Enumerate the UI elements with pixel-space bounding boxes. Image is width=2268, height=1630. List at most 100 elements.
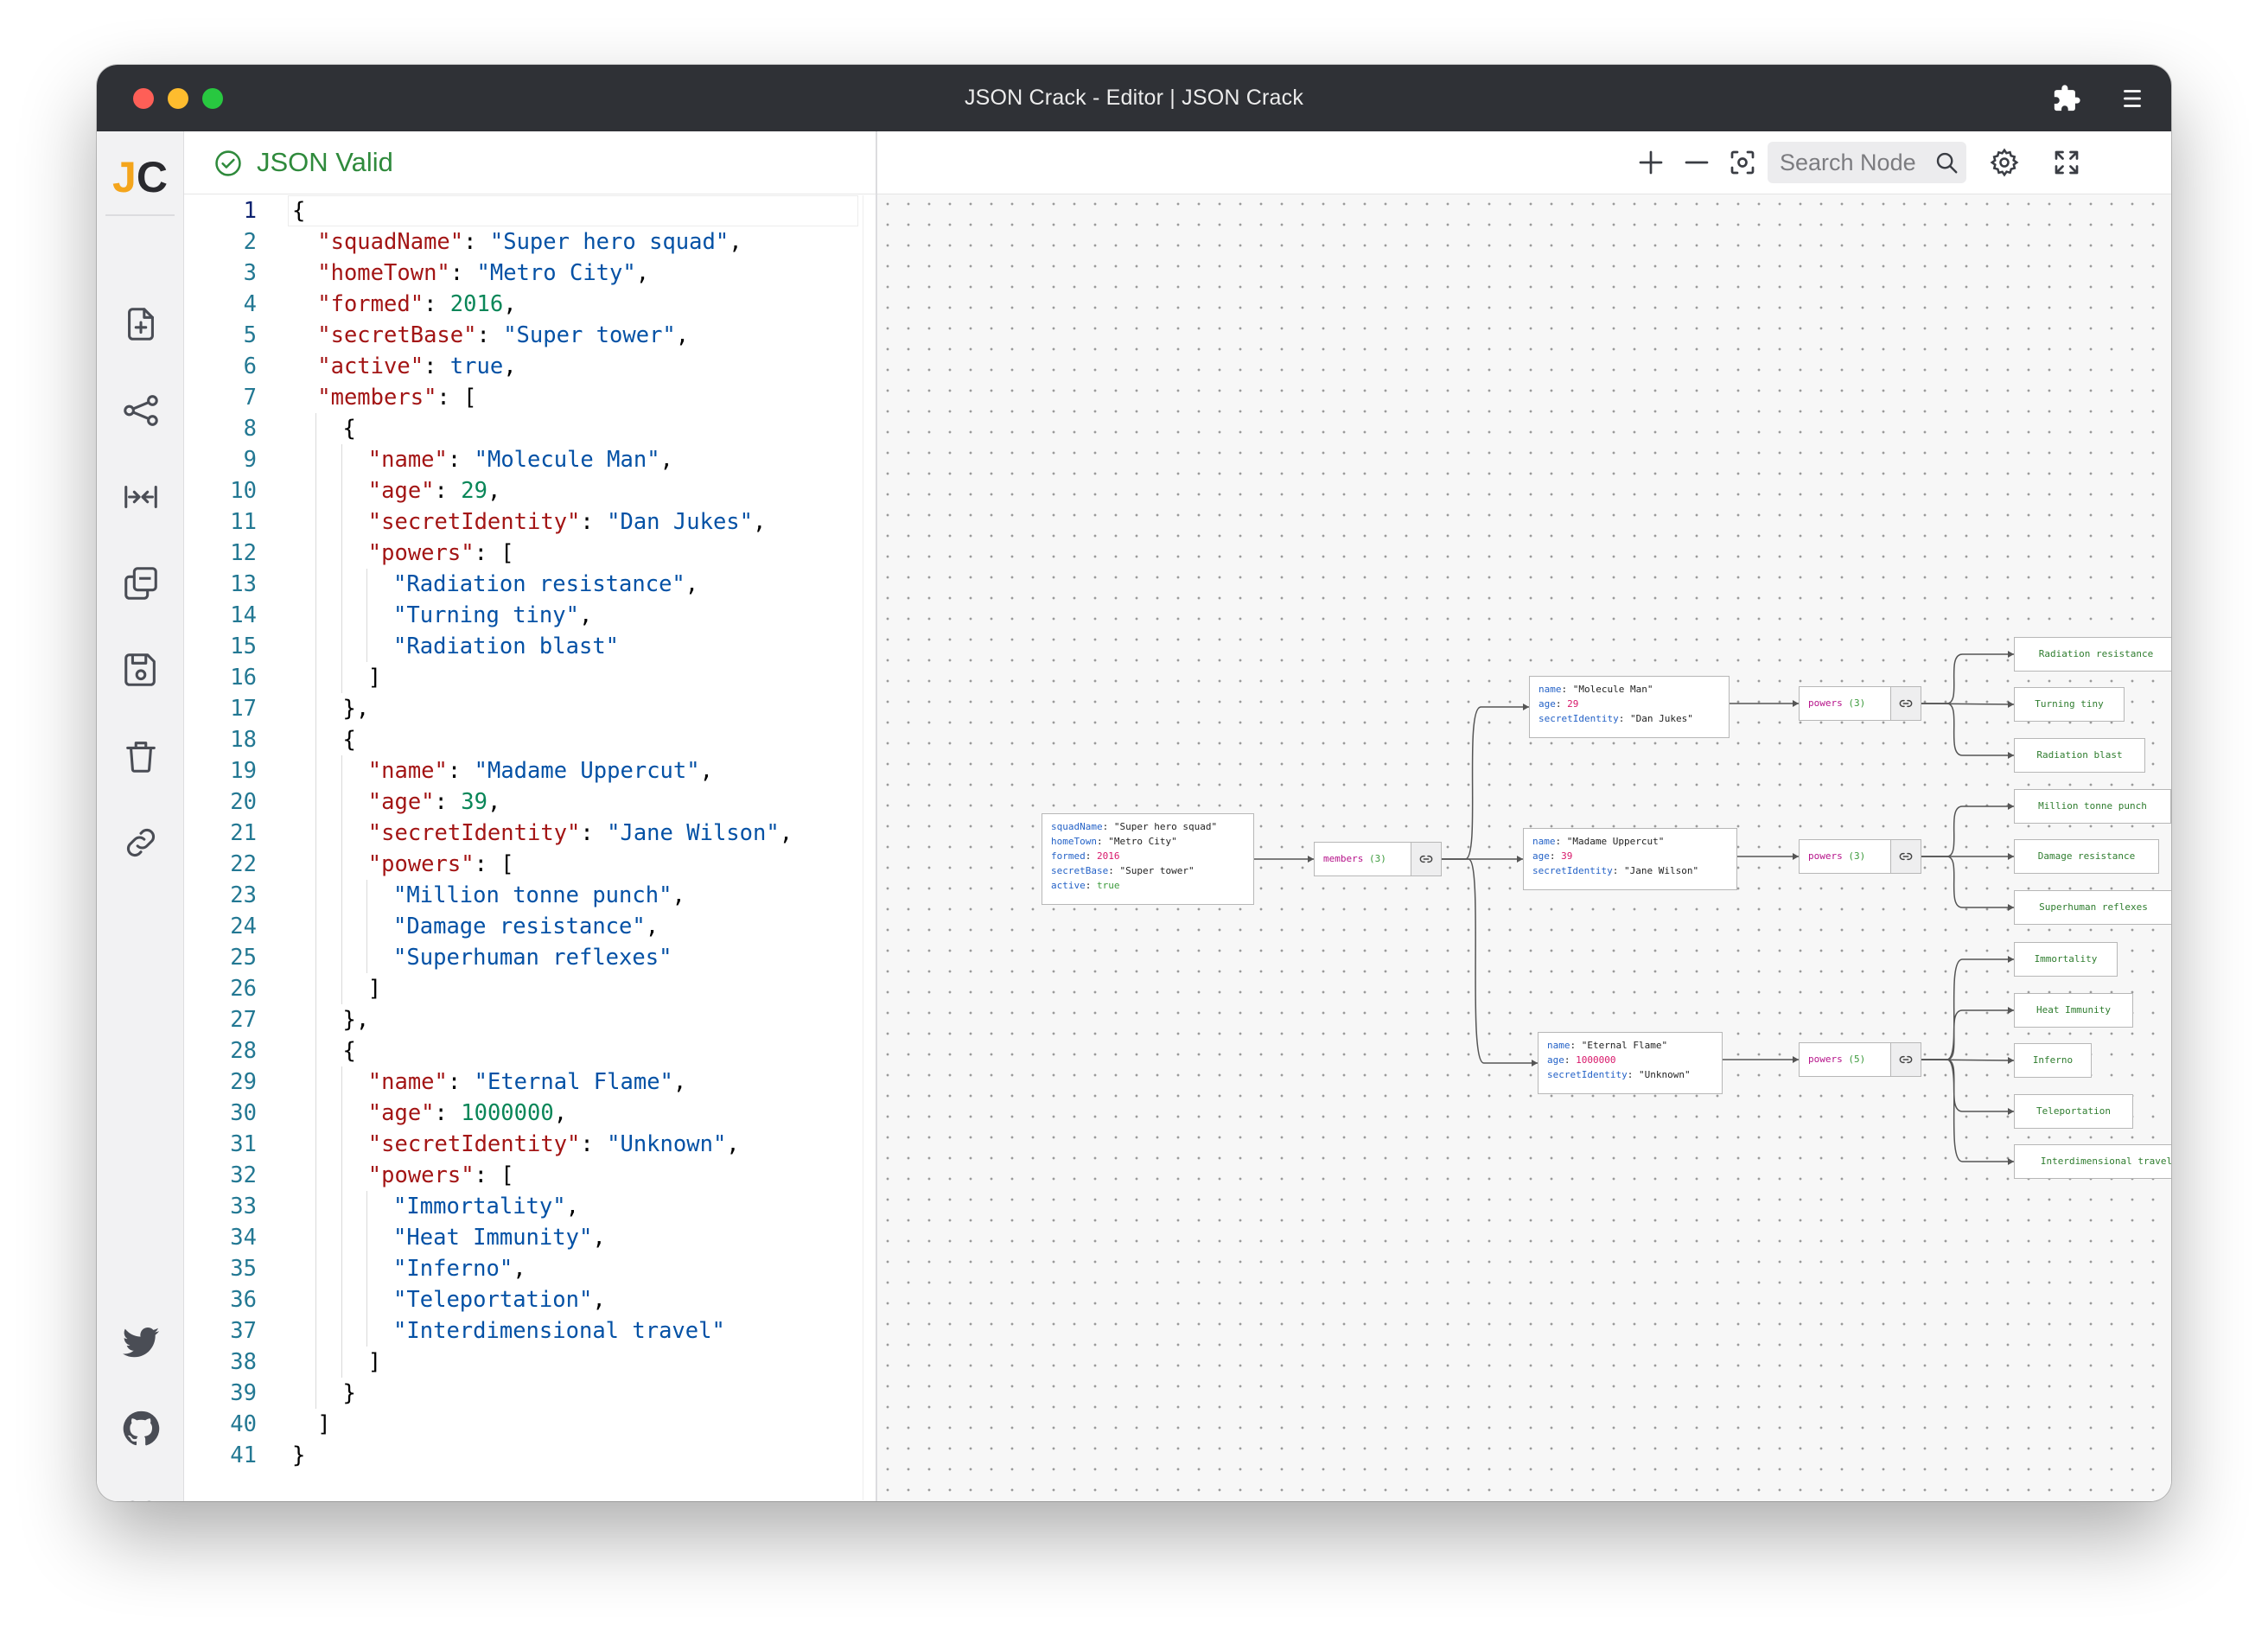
collapse-arrows-icon[interactable] — [121, 477, 161, 517]
collapse-node-button[interactable] — [1890, 687, 1921, 720]
power-node[interactable]: Teleportation — [2014, 1094, 2133, 1129]
search-icon[interactable] — [1934, 150, 1959, 175]
code-token: "members" — [317, 385, 437, 411]
power-node[interactable]: Superhuman reflexes — [2014, 890, 2171, 925]
menu-icon[interactable] — [2118, 84, 2147, 113]
code-token: , — [672, 882, 685, 908]
graph-edge — [1921, 1059, 2014, 1162]
power-node[interactable]: Million tonne punch — [2014, 789, 2171, 824]
power-node[interactable]: Heat Immunity — [2014, 993, 2133, 1028]
powers-array-node[interactable]: powers (3) — [1799, 839, 1921, 874]
power-node[interactable]: Radiation blast — [2014, 738, 2145, 773]
collapse-node-button[interactable] — [1411, 843, 1441, 875]
close-window-button[interactable] — [133, 88, 154, 109]
array-label: members (3) — [1315, 843, 1411, 875]
root-node[interactable]: squadName: "Super hero squad"homeTown: "… — [1042, 813, 1254, 905]
trash-icon[interactable] — [121, 736, 161, 776]
power-node[interactable]: Interdimensional travel — [2014, 1144, 2171, 1179]
code-token: "Radiation resistance" — [393, 571, 685, 597]
code-token: "active" — [317, 353, 424, 379]
node-field: secretIdentity: "Dan Jukes" — [1539, 711, 1720, 726]
code-token: : — [424, 353, 450, 379]
code-token: : — [434, 1100, 462, 1126]
search-node-input[interactable] — [1780, 142, 1918, 183]
power-node[interactable]: Turning tiny — [2014, 687, 2125, 722]
line-number: 11 — [230, 509, 257, 535]
code-token: , — [699, 758, 713, 784]
github-icon[interactable] — [121, 1409, 161, 1449]
array-sep — [1363, 853, 1369, 864]
powers-array-node[interactable]: powers (3) — [1799, 686, 1921, 721]
collapse-node-button[interactable] — [1890, 840, 1921, 873]
field-sep: : — [1618, 713, 1630, 724]
code-token: { — [342, 1038, 356, 1064]
code-token: }, — [342, 696, 370, 722]
field-value: "Dan Jukes" — [1629, 713, 1693, 724]
heart-icon[interactable] — [121, 1495, 161, 1501]
link-icon[interactable] — [121, 823, 161, 863]
file-plus-icon[interactable] — [121, 304, 161, 344]
code-token: } — [292, 1442, 306, 1468]
app-logo[interactable]: JC — [97, 147, 183, 207]
field-value: "Metro City" — [1108, 836, 1177, 847]
minus-icon[interactable] — [1681, 147, 1712, 178]
extensions-icon[interactable] — [2052, 84, 2081, 113]
code-token: , — [487, 478, 501, 504]
logo-divider — [105, 214, 175, 216]
code-token: "name" — [367, 1069, 448, 1095]
array-name: powers — [1808, 697, 1843, 709]
field-key: active — [1051, 880, 1086, 891]
search-node-box[interactable] — [1768, 142, 1966, 183]
code-token: : — [424, 291, 450, 317]
focus-icon[interactable] — [1727, 147, 1758, 178]
code-token: , — [675, 322, 690, 348]
code-editor[interactable]: 1{2"squadName": "Super hero squad",3"hom… — [184, 195, 876, 1500]
graph-edge — [1921, 958, 2014, 1060]
expand-icon[interactable] — [2051, 147, 2082, 178]
line-number: 2 — [243, 229, 257, 255]
maximize-window-button[interactable] — [202, 88, 223, 109]
members-array-node[interactable]: members (3) — [1314, 842, 1442, 876]
copy-icon[interactable] — [121, 563, 161, 603]
code-line: } — [343, 1378, 356, 1409]
field-key: age — [1539, 698, 1556, 710]
field-value: "Eternal Flame" — [1581, 1040, 1668, 1051]
code-token: 29 — [461, 478, 487, 504]
twitter-icon[interactable] — [121, 1322, 161, 1362]
graph-edge — [1921, 653, 2014, 704]
share-nodes-icon[interactable] — [121, 391, 161, 430]
code-token: }, — [342, 1007, 370, 1033]
powers-array-node[interactable]: powers (5) — [1799, 1042, 1921, 1077]
power-node[interactable]: Immortality — [2014, 942, 2118, 977]
collapse-node-button[interactable] — [1890, 1043, 1921, 1076]
array-name: powers — [1808, 850, 1843, 862]
save-icon[interactable] — [121, 650, 161, 690]
code-token: "Super hero squad" — [489, 229, 729, 255]
code-token: ] — [317, 1411, 331, 1437]
plus-icon[interactable] — [1635, 147, 1666, 178]
indent-guide — [341, 755, 342, 1004]
power-node[interactable]: Damage resistance — [2014, 839, 2159, 874]
line-number: 28 — [230, 1038, 257, 1064]
field-value: "Super tower" — [1119, 865, 1195, 876]
graph-canvas[interactable]: squadName: "Super hero squad"homeTown: "… — [877, 131, 2171, 1501]
minimize-window-button[interactable] — [168, 88, 188, 109]
code-token: "secretIdentity" — [367, 1131, 581, 1157]
code-line: { — [343, 724, 356, 755]
indent-guide — [366, 880, 367, 973]
gear-icon[interactable] — [1989, 147, 2020, 178]
code-token: , — [729, 229, 742, 255]
code-token: "Teleportation" — [393, 1287, 593, 1313]
power-node[interactable]: Radiation resistance — [2014, 637, 2171, 672]
code-line: "active": true, — [317, 351, 516, 382]
array-label: powers (5) — [1800, 1043, 1890, 1076]
code-line: "squadName": "Super hero squad", — [317, 226, 742, 258]
code-token: "Million tonne punch" — [393, 882, 672, 908]
code-token: : — [434, 789, 462, 815]
editor-scrollbar[interactable] — [863, 195, 876, 1500]
indent-guide — [341, 1067, 342, 1378]
power-node[interactable]: Inferno — [2014, 1043, 2092, 1078]
